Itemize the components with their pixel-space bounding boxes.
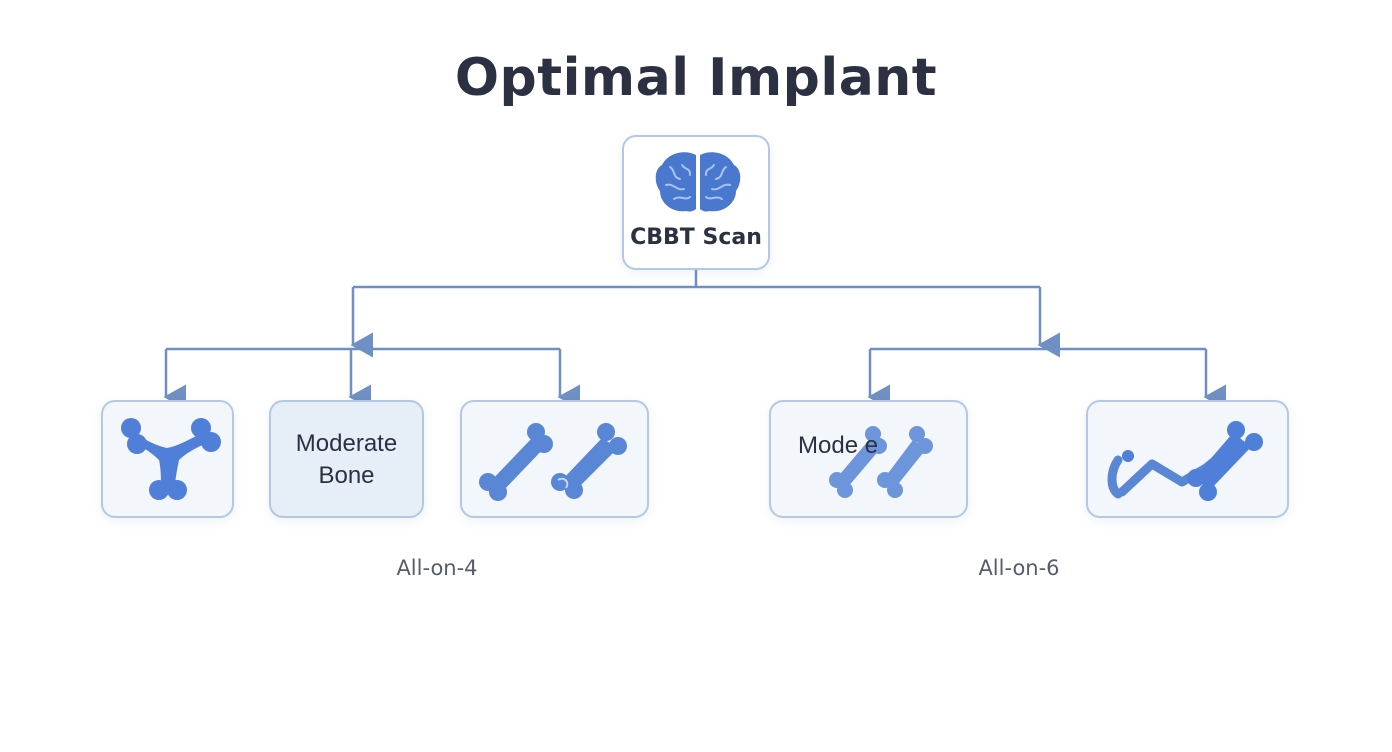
moderate-bone-label-line2: Bone: [318, 462, 375, 489]
root-node-cbbt-scan: CBBT Scan: [622, 135, 770, 270]
group1-node-bone: [101, 400, 234, 518]
page-title: Optimal Implant: [454, 48, 938, 108]
group2-node-zigzag-bone: [1086, 400, 1289, 518]
group1-label: All-on-4: [396, 556, 478, 580]
group2-label: All-on-6: [978, 556, 1060, 580]
group1-node-two-bones: [460, 400, 649, 518]
group2-node-moderate: Mode e: [769, 400, 968, 518]
moderate-bone-label-line1: Moderate: [295, 430, 398, 457]
group2-node-moderate-label: Mode e: [798, 432, 879, 459]
root-node-label: CBBT Scan: [630, 225, 762, 250]
group1-node-moderate-bone: Moderate Bone: [269, 400, 424, 518]
